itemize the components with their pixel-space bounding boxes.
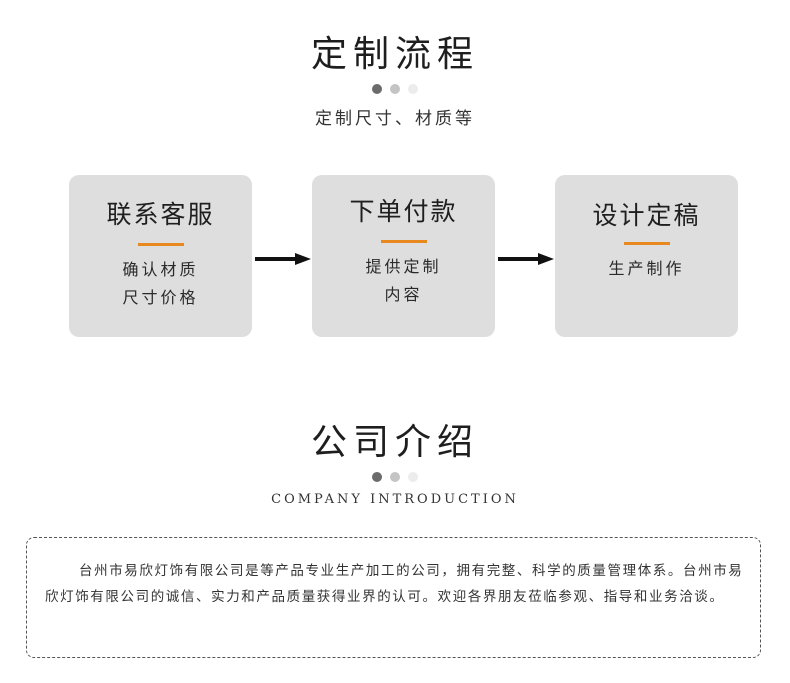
process-dots xyxy=(0,84,790,94)
dot-light xyxy=(408,472,418,482)
step-card-design: 设计定稿 生产制作 xyxy=(555,175,738,337)
step-desc-line: 生产制作 xyxy=(608,259,685,278)
company-intro-text: 台州市易欣灯饰有限公司是等产品专业生产加工的公司，拥有完整、科学的质量管理体系。… xyxy=(45,563,744,605)
step-card-contact: 联系客服 确认材质 尺寸价格 xyxy=(69,175,252,337)
process-title: 定制流程 xyxy=(310,34,479,75)
company-title: 公司介绍 xyxy=(310,422,479,463)
dot-dark xyxy=(372,84,382,94)
company-intro-box: 台州市易欣灯饰有限公司是等产品专业生产加工的公司，拥有完整、科学的质量管理体系。… xyxy=(26,537,761,658)
arrow-right-icon xyxy=(255,253,311,265)
process-subtitle: 定制尺寸、材质等 xyxy=(315,109,475,129)
step-accent-bar xyxy=(380,240,427,243)
dot-light xyxy=(408,84,418,94)
step-desc-line: 确认材质 xyxy=(122,260,199,279)
step-accent-bar xyxy=(137,243,184,246)
dot-dark xyxy=(372,472,382,482)
dot-mid xyxy=(390,472,400,482)
step-title: 联系客服 xyxy=(106,200,215,229)
step-title: 设计定稿 xyxy=(592,201,701,230)
arrow-right-icon xyxy=(498,253,554,265)
company-dots xyxy=(0,472,790,482)
step-card-order: 下单付款 提供定制 内容 xyxy=(312,175,495,337)
step-accent-bar xyxy=(623,242,670,245)
company-subtitle: COMPANY INTRODUCTION xyxy=(271,492,519,507)
step-title: 下单付款 xyxy=(349,197,458,226)
dot-mid xyxy=(390,84,400,94)
step-desc-line: 尺寸价格 xyxy=(122,288,199,307)
step-desc-line: 内容 xyxy=(384,285,423,304)
step-desc-line: 提供定制 xyxy=(365,257,442,276)
